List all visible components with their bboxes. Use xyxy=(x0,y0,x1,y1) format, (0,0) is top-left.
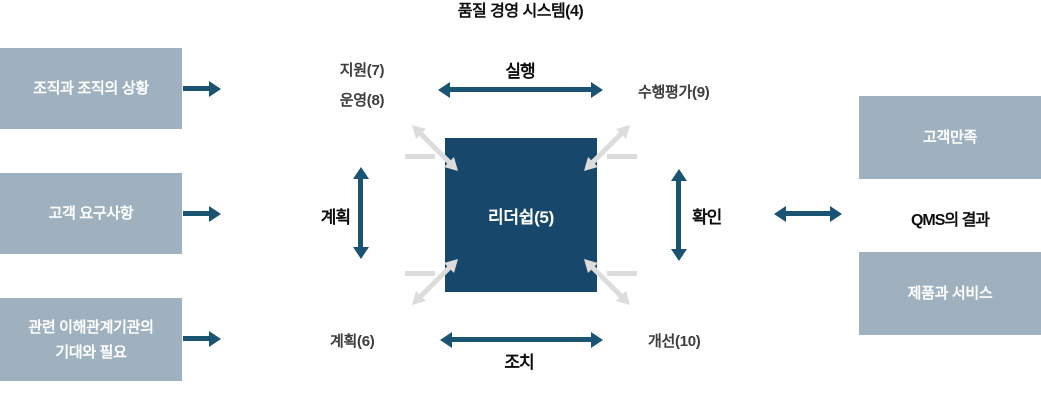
qms-results-label: QMS의 결과 xyxy=(910,212,990,229)
act-double-arrow-icon xyxy=(452,337,591,342)
stage-support-operation: 지원(7) 운영(8) xyxy=(318,56,406,116)
corner-expand-arrows-icon xyxy=(405,118,465,178)
pdca-plan-label: 계획 xyxy=(320,208,351,227)
leadership-label: 리더쉽(5) xyxy=(488,207,554,227)
corner-expand-arrows-icon xyxy=(577,118,637,178)
output-double-arrow-icon xyxy=(786,211,830,216)
input-box-label: 조직과 조직의 상황 xyxy=(33,80,149,97)
diagram-title: 품질 경영 시스템(4) xyxy=(457,3,584,20)
corner-expand-arrows-icon xyxy=(577,252,637,312)
stage-support-label: 지원(7) xyxy=(339,62,385,79)
leadership-box: 리더쉽(5) xyxy=(445,138,597,292)
pdca-act-label: 조치 xyxy=(504,353,534,372)
input-box-label-line1: 관련 이해관계기관의 xyxy=(28,318,154,336)
plan-double-arrow-icon xyxy=(358,179,363,247)
stage-planning-label: 계획(6) xyxy=(330,333,375,350)
output-box-customer-satisfaction: 고객만족 xyxy=(859,96,1041,179)
stage-operation-label: 운영(8) xyxy=(339,92,385,109)
input-box-interested-parties: 관련 이해관계기관의 기대와 필요 xyxy=(0,298,182,381)
output-box-products-services: 제품과 서비스 xyxy=(859,252,1041,335)
check-double-arrow-icon xyxy=(676,181,681,249)
pdca-do-label: 실행 xyxy=(505,62,535,81)
input-box-label-line2: 기대와 필요 xyxy=(55,343,127,361)
input-box-label: 관련 이해관계기관의 기대와 필요 xyxy=(28,315,154,365)
input-arrow-icon xyxy=(183,86,209,91)
input-arrow-icon xyxy=(183,336,209,341)
input-arrow-icon xyxy=(183,211,209,216)
input-box-organization-context: 조직과 조직의 상황 xyxy=(0,48,182,129)
output-box-label: 고객만족 xyxy=(922,129,977,146)
output-box-label: 제품과 서비스 xyxy=(907,285,993,302)
corner-expand-arrows-icon xyxy=(405,252,465,312)
pdca-check-label: 확인 xyxy=(692,208,722,227)
do-double-arrow-icon xyxy=(450,87,591,92)
stage-improvement-label: 개선(10) xyxy=(648,333,701,350)
input-box-label: 고객 요구사항 xyxy=(48,205,134,222)
input-box-customer-requirements: 고객 요구사항 xyxy=(0,173,182,254)
stage-performance-evaluation-label: 수행평가(9) xyxy=(638,84,710,101)
